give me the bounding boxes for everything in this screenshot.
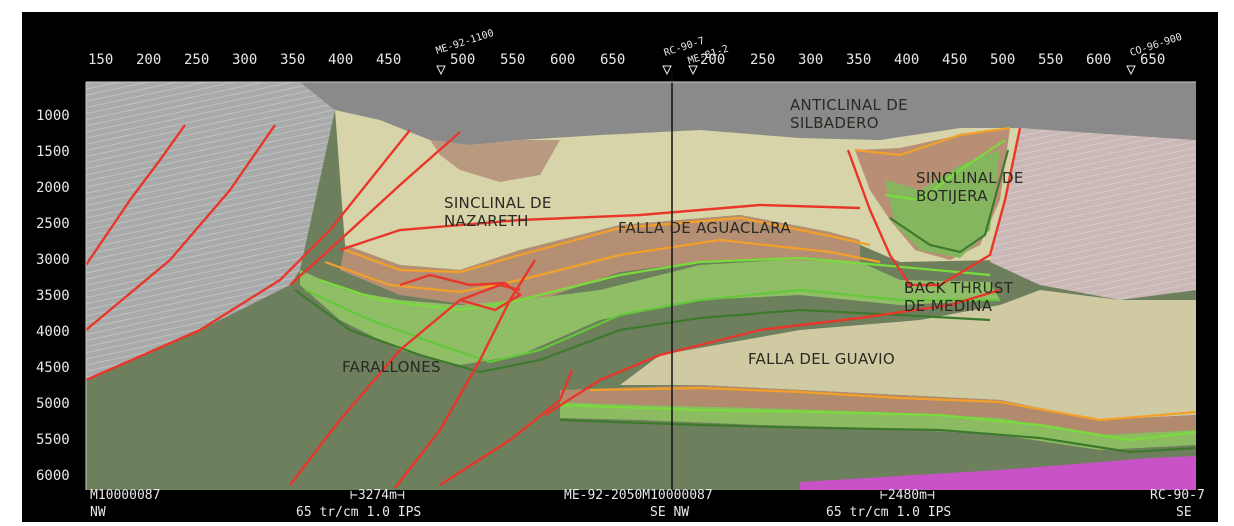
botijera-green-line [884,139,1006,202]
label-sinclinal-botijera-2: BOTIJERA [916,187,988,205]
top-grey-band [300,82,1196,145]
label-back-thrust-2: DE MEDINA [904,297,993,315]
well-marker-4 [1126,65,1136,76]
top-tick: 250 [184,52,210,68]
footer-se-right: SE [1176,505,1192,520]
fault-6 [394,259,537,489]
label-falla-aguaclara: FALLA DE AGUACLARA [618,219,791,237]
nazareth-syncline-fill [430,140,560,182]
footer-se-nw: SE NW [650,505,690,520]
label-back-thrust: BACK THRUST [904,279,1014,297]
fault-nazareth-wedge [399,273,523,312]
dark-green-horizon [294,289,991,374]
depth-tick: 1000 [36,108,70,124]
right-pink-texture [990,128,1196,300]
depth-tick: 5000 [36,396,70,412]
footer-scale-left: ⊢3274m⊣ [350,488,405,503]
top-tick: 350 [846,52,872,68]
top-tick: 350 [280,52,306,68]
footer-tr-right: 65 tr/cm 1.0 IPS [826,505,952,520]
magenta-horizon [800,456,1196,490]
botijera-green [885,150,1000,258]
green-horizon-lower [559,403,1197,442]
green-band [300,260,1000,365]
depth-tick: 1500 [36,144,70,160]
orange-horizon-lower [589,386,1197,422]
fault-aguaclara [339,203,861,252]
botijera-green-dark [889,149,1010,254]
depth-tick: 3000 [36,252,70,268]
fault-4 [289,131,461,286]
footer-tr-left: 65 tr/cm 1.0 IPS [296,505,422,520]
depth-tick: 5500 [36,432,70,448]
top-tick: 650 [600,52,626,68]
top-tick: 250 [750,52,776,68]
green-horizon-upper [319,256,991,312]
fault-1 [85,124,186,266]
top-tick: 600 [550,52,576,68]
label-falla-guavio: FALLA DEL GUAVIO [748,350,895,368]
top-tick: 200 [700,52,726,68]
footer-line-right: RC-90-7 [1150,488,1205,503]
depth-tick: 2500 [36,216,70,232]
top-tick: 200 [136,52,162,68]
top-tick: 300 [232,52,258,68]
top-tick: 500 [450,52,476,68]
faults [85,124,1022,489]
pale-yellow-lower [620,290,1196,420]
top-tick: 650 [1140,52,1166,68]
top-tick: 400 [328,52,354,68]
orange-horizon-mid [324,238,881,294]
label-sinclinal-botijera: SINCLINAL DE [916,169,1024,187]
top-tick: 550 [1038,52,1064,68]
depth-tick: 4500 [36,360,70,376]
brown-band-lower [560,385,1196,435]
fault-guavio [544,288,1001,417]
depth-tick: 2000 [36,180,70,196]
well-markers [436,65,1136,76]
top-tick: 450 [376,52,402,68]
green-horizon-mid [304,288,1000,364]
top-tick: 500 [990,52,1016,68]
top-tick: 300 [798,52,824,68]
fault-botijera-east [905,127,1022,287]
label-anticlinal: ANTICLINAL DE [790,96,908,114]
well-marker-3 [688,65,698,76]
top-tick: 400 [894,52,920,68]
well-marker-1 [436,65,446,76]
top-tick: 150 [88,52,114,68]
footer-nw-left: NW [90,505,106,520]
left-grey-texture [86,82,335,380]
fault-2 [85,124,276,331]
footer-scale-right: ⊢2480m⊣ [880,488,935,503]
top-tick: 550 [500,52,526,68]
label-farallones: FARALLONES [342,358,441,376]
orange-horizon-upper [344,216,871,274]
fault-5 [289,283,521,486]
depth-tick: 6000 [36,468,70,484]
horizon-lines [294,126,1197,454]
footer-line-mid: ME-92-2050M10000087 [564,488,713,503]
label-sinclinal-nazareth-2: NAZARETH [444,212,529,230]
top-tick: 600 [1086,52,1112,68]
label-sinclinal-nazareth: SINCLINAL DE [444,194,552,212]
dark-green-horizon-lower [559,418,1197,454]
fault-3 [85,129,411,382]
fault-backthrust [846,149,911,286]
well-marker-2 [662,65,672,76]
depth-tick: 4000 [36,324,70,340]
botijera-orange [854,126,1011,157]
label-anticlinal-2: SILBADERO [790,114,879,132]
top-tick: 450 [942,52,968,68]
footer-line-left: M10000087 [90,488,161,503]
depth-tick: 3500 [36,288,70,304]
fault-7 [439,369,574,487]
